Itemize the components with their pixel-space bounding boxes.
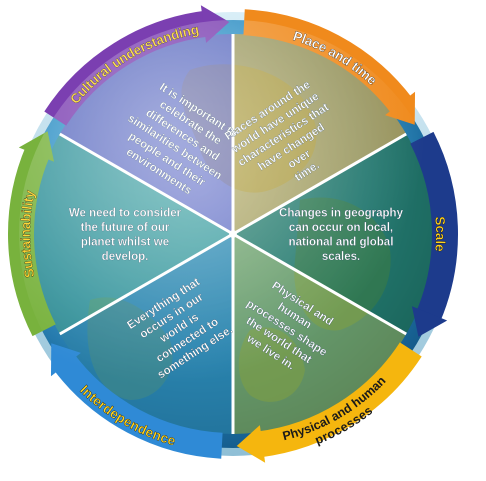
segment-text-line: planet whilst we <box>81 236 169 248</box>
segment-text-line: national and global <box>289 236 394 248</box>
category-label-scale: Scale <box>432 216 448 253</box>
segment-text-line: can occur on local, <box>289 222 393 234</box>
wheel-hub <box>229 230 237 238</box>
segment-text-line: develop. <box>102 251 149 263</box>
segment-text-line: scales. <box>322 251 360 263</box>
segment-text-line: Changes in geography <box>279 207 404 219</box>
segment-text-line: the future of our <box>81 222 170 234</box>
segment-text-line: We need to consider <box>69 207 182 219</box>
